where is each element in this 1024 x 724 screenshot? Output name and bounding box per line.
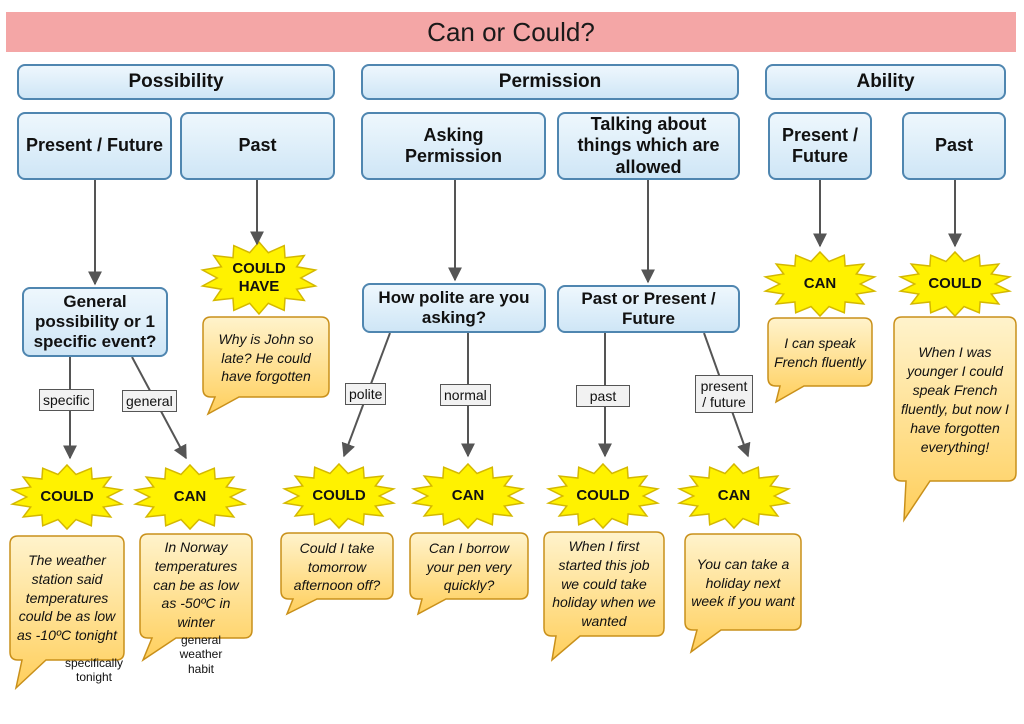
burst-could-polite: COULD bbox=[312, 487, 366, 504]
category-possibility: Possibility bbox=[17, 64, 335, 100]
starburst-can-ability bbox=[762, 250, 878, 318]
category-ability: Ability bbox=[765, 64, 1006, 100]
burst-could-have: COULD HAVE bbox=[232, 260, 286, 295]
tag-normal: normal bbox=[440, 384, 491, 407]
box-possibility-present-future: Present / Future bbox=[17, 112, 172, 180]
example-younger: When I was younger I could speak French … bbox=[901, 344, 1009, 455]
starburst-could-ability bbox=[897, 250, 1013, 318]
burst-can-ability: CAN bbox=[803, 275, 837, 292]
box-possibility-past: Past bbox=[180, 112, 335, 180]
example-afternoon: Could I take tomorrow afternoon off? bbox=[293, 539, 381, 594]
bubble-younger bbox=[893, 316, 1017, 523]
example-pen: Can I borrow your pen very quickly? bbox=[426, 539, 512, 594]
starburst-can-present bbox=[676, 462, 792, 530]
tag-present-future: present / future bbox=[695, 375, 753, 414]
starburst-could-polite bbox=[281, 462, 397, 530]
box-things-allowed: Talking about things which are allowed bbox=[557, 112, 740, 180]
starburst-could-past bbox=[545, 462, 661, 530]
tag-polite: polite bbox=[345, 383, 387, 406]
burst-can-normal: CAN bbox=[451, 487, 485, 504]
starburst-can-general bbox=[132, 463, 248, 531]
tag-specific: specific bbox=[39, 389, 94, 412]
box-ability-past: Past bbox=[902, 112, 1006, 180]
starburst-can-normal bbox=[410, 462, 526, 530]
bubble-holiday bbox=[684, 533, 802, 654]
example-french: I can speak French fluently bbox=[774, 335, 866, 370]
box-asking-permission: Asking Permission bbox=[361, 112, 546, 180]
burst-could-past: COULD bbox=[576, 487, 630, 504]
burst-could-ability: COULD bbox=[928, 275, 982, 292]
bubble-afternoon bbox=[280, 532, 394, 616]
bubble-job bbox=[543, 531, 665, 662]
category-permission: Permission bbox=[361, 64, 739, 100]
box-ability-present-future: Present / Future bbox=[768, 112, 872, 180]
burst-can-general: CAN bbox=[173, 488, 207, 505]
bubble-pen bbox=[409, 532, 529, 616]
example-job: When I first started this job we could t… bbox=[552, 537, 656, 630]
bubble-weather bbox=[9, 535, 125, 691]
tag-general: general bbox=[122, 390, 177, 413]
bubble-john bbox=[202, 316, 330, 416]
starburst-could-have bbox=[200, 240, 318, 316]
tag-past: past bbox=[576, 385, 630, 408]
example-weather: The weather station said temperatures co… bbox=[16, 551, 118, 644]
box-how-polite: How polite are you asking? bbox=[362, 283, 546, 333]
box-past-or-present: Past or Present / Future bbox=[557, 285, 740, 333]
example-norway: In Norway temperatures can be as low as … bbox=[153, 538, 239, 631]
bubble-french bbox=[767, 317, 873, 404]
note-specifically-tonight: specifically tonight bbox=[64, 656, 124, 685]
bubble-norway bbox=[139, 533, 253, 662]
page-title: Can or Could? bbox=[6, 12, 1016, 52]
burst-could-specific: COULD bbox=[40, 488, 94, 505]
box-general-or-specific: General possibility or 1 specific event? bbox=[22, 287, 168, 357]
starburst-could-specific bbox=[9, 463, 125, 531]
note-general-weather-habit: general weather habit bbox=[179, 633, 223, 676]
example-john: Why is John so late? He could have forgo… bbox=[218, 330, 314, 385]
burst-can-present: CAN bbox=[717, 487, 751, 504]
example-holiday: You can take a holiday next week if you … bbox=[691, 555, 795, 610]
